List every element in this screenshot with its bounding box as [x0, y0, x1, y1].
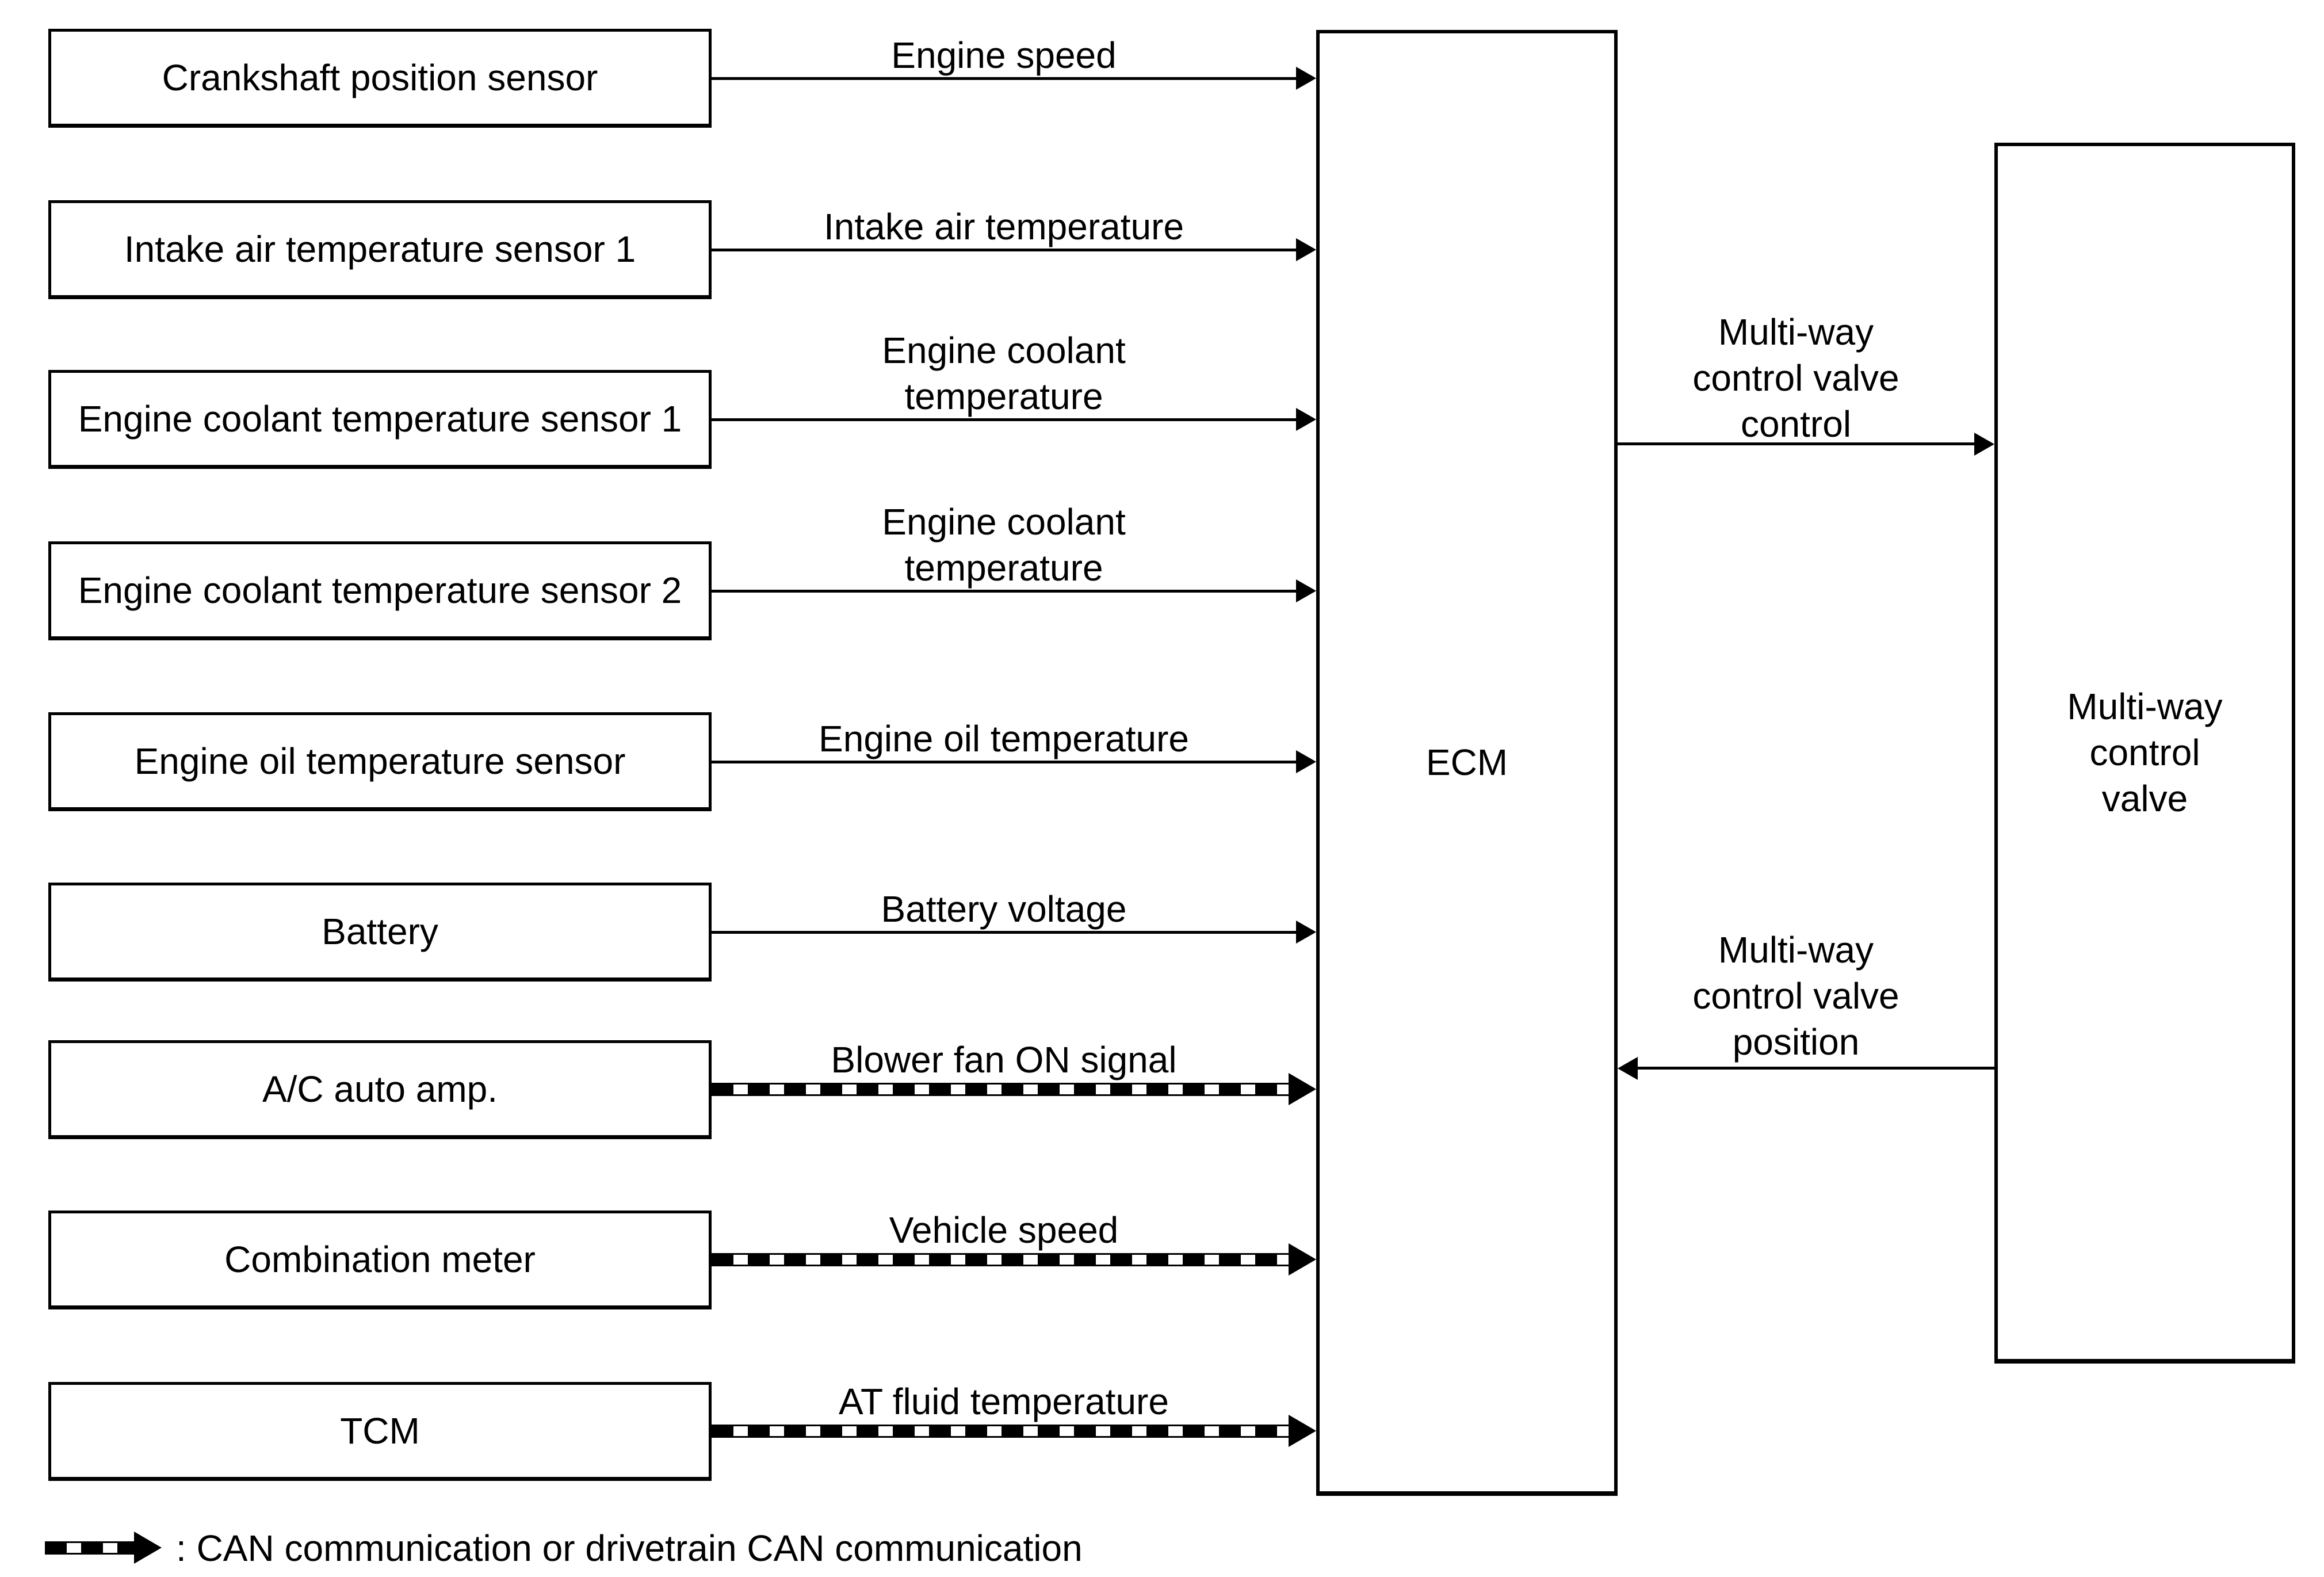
battery-voltage-arrow — [712, 931, 1296, 934]
valve-position-label: Multi-way control valve position — [1692, 929, 1899, 1063]
engine-speed-arrow — [712, 77, 1296, 80]
intake-air-temperature-arrow — [712, 249, 1296, 251]
source-box-crankshaft-position-sensor: Crankshaft position sensor — [48, 29, 712, 128]
can-arrowhead-blower-fan-icon — [1289, 1073, 1316, 1105]
valve-position-arrowhead-icon — [1618, 1057, 1638, 1080]
signal-label-battery-voltage: Battery voltage — [881, 888, 1127, 930]
legend-can-arrowhead-icon — [134, 1532, 162, 1564]
legend-can-arrow-icon — [45, 1541, 134, 1555]
engine-coolant-temperature-1-arrow — [712, 418, 1296, 421]
valve-control-label: Multi-way control valve control — [1692, 311, 1899, 445]
valve-position-arrow — [1638, 1067, 1994, 1070]
engine-coolant-temperature-2-arrowhead-icon — [1296, 579, 1316, 602]
valve-control-arrowhead-icon — [1974, 433, 1994, 456]
engine-speed-arrowhead-icon — [1296, 67, 1316, 90]
battery-voltage-arrowhead-icon — [1296, 921, 1316, 944]
can-arrow-vehicle-speed — [712, 1253, 1289, 1266]
signal-label-blower-fan-on-signal: Blower fan ON signal — [831, 1039, 1177, 1080]
ecm-label: ECM — [1425, 742, 1508, 783]
valve-control-arrow — [1618, 442, 1974, 445]
source-box-engine-coolant-temperature-sensor-2: Engine coolant temperature sensor 2 — [48, 541, 712, 640]
signal-label-engine-coolant-temperature-1: Engine coolant temperature — [882, 330, 1126, 417]
engine-coolant-temperature-1-arrowhead-icon — [1296, 408, 1316, 431]
signal-label-engine-oil-temperature: Engine oil temperature — [819, 718, 1189, 759]
valve-label: Multi-way control valve — [2067, 686, 2223, 819]
signal-label-engine-coolant-temperature-2: Engine coolant temperature — [882, 501, 1126, 589]
source-box-ac-auto-amp: A/C auto amp. — [48, 1040, 712, 1139]
ecm-box: ECM — [1316, 30, 1618, 1496]
can-arrowhead-vehicle-speed-icon — [1289, 1243, 1316, 1276]
signal-label-engine-speed: Engine speed — [891, 35, 1117, 76]
engine-oil-temperature-arrowhead-icon — [1296, 750, 1316, 773]
source-box-combination-meter: Combination meter — [48, 1211, 712, 1309]
source-box-engine-coolant-temperature-sensor-1: Engine coolant temperature sensor 1 — [48, 370, 712, 469]
source-box-engine-oil-temperature-sensor: Engine oil temperature sensor — [48, 712, 712, 811]
source-box-intake-air-temperature-sensor-1: Intake air temperature sensor 1 — [48, 200, 712, 299]
signal-label-at-fluid-temperature: AT fluid temperature — [839, 1381, 1169, 1422]
signal-label-vehicle-speed: Vehicle speed — [889, 1209, 1119, 1251]
legend-text: : CAN communication or drivetrain CAN co… — [176, 1528, 1083, 1569]
source-box-tcm: TCM — [48, 1382, 712, 1481]
can-arrow-blower-fan-on-signal — [712, 1083, 1289, 1096]
can-arrowhead-at-fluid-icon — [1289, 1415, 1316, 1447]
multi-way-control-valve-box: Multi-way control valve — [1994, 143, 2295, 1364]
engine-coolant-temperature-2-arrow — [712, 590, 1296, 593]
intake-air-temperature-arrowhead-icon — [1296, 238, 1316, 261]
engine-oil-temperature-arrow — [712, 761, 1296, 763]
signal-label-intake-air-temperature: Intake air temperature — [823, 206, 1184, 247]
source-box-battery: Battery — [48, 883, 712, 982]
can-arrow-at-fluid-temperature — [712, 1425, 1289, 1438]
